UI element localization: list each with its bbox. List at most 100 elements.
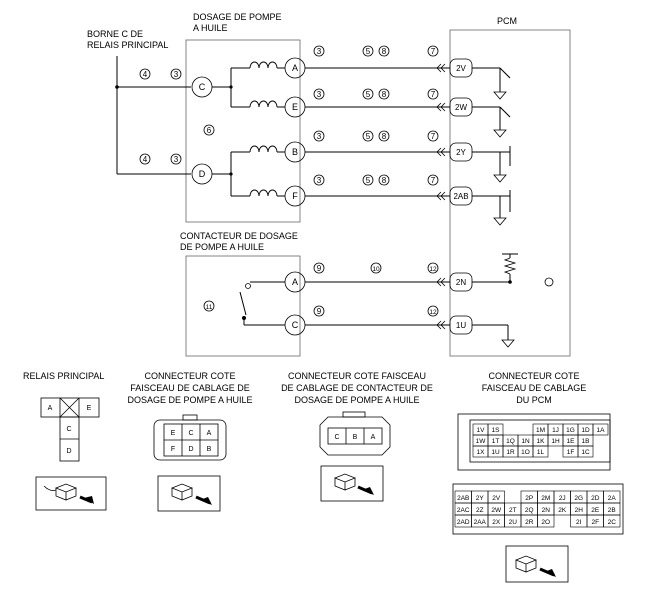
marker-4-bottom: 4 [143,155,148,164]
pcm-pin-2k: 2K [558,507,567,514]
marker-8-a: 8 [382,47,387,56]
pcm-pin-2t: 2T [509,507,517,514]
contacteur-pin-b: B [353,434,358,441]
pcm-pin-2g: 2G [574,495,583,502]
contacteur-pin-a: A [371,434,376,441]
marker-9-a: 9 [317,264,322,273]
pcm-pin-2w: 2W [455,103,467,112]
marker-5-b: 5 [366,132,371,141]
pcm-pin-2c: 2C [608,519,617,526]
pcm-pin-1u: 1U [491,449,500,456]
pcm-pin-2i: 2I [576,519,582,526]
pcm-pin-cell [537,514,555,528]
pcm-conn-title-2: FAISCEAU DE CABLAGE [482,383,587,393]
pcm-pin-cell [532,445,549,458]
marker-12-a: 12 [429,266,437,273]
pcm-pin-1k: 1K [537,438,546,445]
contacteur-title-1: CONNECTEUR COTE FAISCEAU [288,371,426,381]
pcm-pin-1c: 1C [581,449,590,456]
marker-5-e: 5 [366,90,371,99]
switch-label-line2: DE POMPE A HUILE [180,242,264,252]
pcm-pullup-resistor [472,253,518,284]
pump-label-line1: DOSAGE DE POMPE [193,12,282,22]
pcm-pin-2w: 2W [491,507,502,514]
pcm-pin-1a: 1A [597,427,606,434]
pcm-pin-2r: 2R [525,519,534,526]
pump-pin-d-label: D [199,169,206,179]
relais-title: RELAIS PRINCIPAL [23,371,104,381]
pcm-pin-cell [577,445,594,458]
switch-pin-a-label: A [292,277,298,287]
pcm-pin-2f: 2F [591,519,599,526]
marker-12-c: 12 [429,309,437,316]
pcm-transistor-2w [472,106,511,138]
pompe-pin-f: F [171,446,175,453]
relais-probe-icon [35,476,107,511]
marker-8-e: 8 [382,90,387,99]
pcm-pin-2u: 2U [509,519,518,526]
pcm-pin-2ab: 2AB [457,495,469,502]
marker-3-e: 3 [317,90,322,99]
contacteur-title-2: DE CABLAGE DE CONTACTEUR DE [281,383,433,393]
pcm-pin-2y: 2Y [456,148,466,157]
pompe-title-2: FAISCEAU DE CABLAGE DE [130,383,250,393]
pcm-pin-2e: 2E [591,507,600,514]
contacteur-title-3: DOSAGE DE POMPE A HUILE [294,395,419,405]
marker-11: 11 [206,304,213,311]
pump-pin-f-label: F [292,191,298,201]
pompe-title-3: DOSAGE DE POMPE A HUILE [127,395,252,405]
pompe-probe-icon [157,475,221,512]
pcm-pin-1s: 1S [492,427,501,434]
pump-pin-c-label: C [199,82,206,92]
pump-box [185,39,301,223]
pompe-pin-a: A [207,430,212,437]
pompe-pin-d: D [188,446,193,453]
marker-10: 10 [372,266,380,273]
pcm-pin-2z: 2Z [476,507,484,514]
marker-7-e: 7 [431,90,436,99]
marker-3-b: 3 [317,132,322,141]
switch-box [185,255,301,357]
pcm-pin-1t: 1T [492,438,500,445]
pcm-pin-2ab: 2AB [453,192,468,201]
switch-label-line1: CONTACTEUR DE DOSAGE [180,231,298,241]
pcm-pin-2p: 2P [525,495,533,502]
pompe-connector: E C A F D B [153,414,227,461]
pcm-pin-2q: 2Q [525,507,534,514]
pcm-pin-1n: 1N [521,438,530,445]
pcm-transistor-2ab [472,190,511,226]
pcm-pin-2a: 2A [608,495,617,502]
pcm-pin-2j: 2J [559,495,566,502]
switch-pin-c-label: C [292,320,299,330]
pompe-pin-c: C [188,430,193,437]
contacteur-probe-icon [320,465,384,502]
coil-e [249,100,285,108]
pcm-pin-1q: 1Q [506,438,515,445]
pcm-pin-2x: 2X [492,519,501,526]
pump-pin-e-label: E [292,102,298,112]
coil-b [249,145,285,153]
wire-markers: 4 3 4 3 6 3 5 8 7 3 5 8 7 3 5 8 7 3 5 8 … [139,45,439,317]
pcm-label: PCM [497,16,517,26]
pcm-pin-cell [603,514,621,528]
pcm-test-point [544,277,554,287]
contacteur-connector: C B A [319,411,391,456]
relais-pin-d: D [66,448,71,455]
switch-contact [239,281,285,326]
pcm-pin-2m: 2M [541,495,550,502]
pcm-pin-cell [592,423,609,436]
contacteur-pin-c: C [334,434,339,441]
pcm-probe-icon [505,545,569,583]
pump-label-line2: A HUILE [193,23,228,33]
marker-5-f: 5 [366,176,371,185]
marker-3-a: 3 [317,47,322,56]
marker-6: 6 [207,126,212,135]
pcm-transistor-2v [472,67,511,100]
pcm-pin-1b: 1B [582,438,590,445]
marker-8-f: 8 [382,176,387,185]
relais-pin-a: A [48,405,53,412]
pompe-pin-e: E [171,430,176,437]
marker-4-top: 4 [143,70,148,79]
